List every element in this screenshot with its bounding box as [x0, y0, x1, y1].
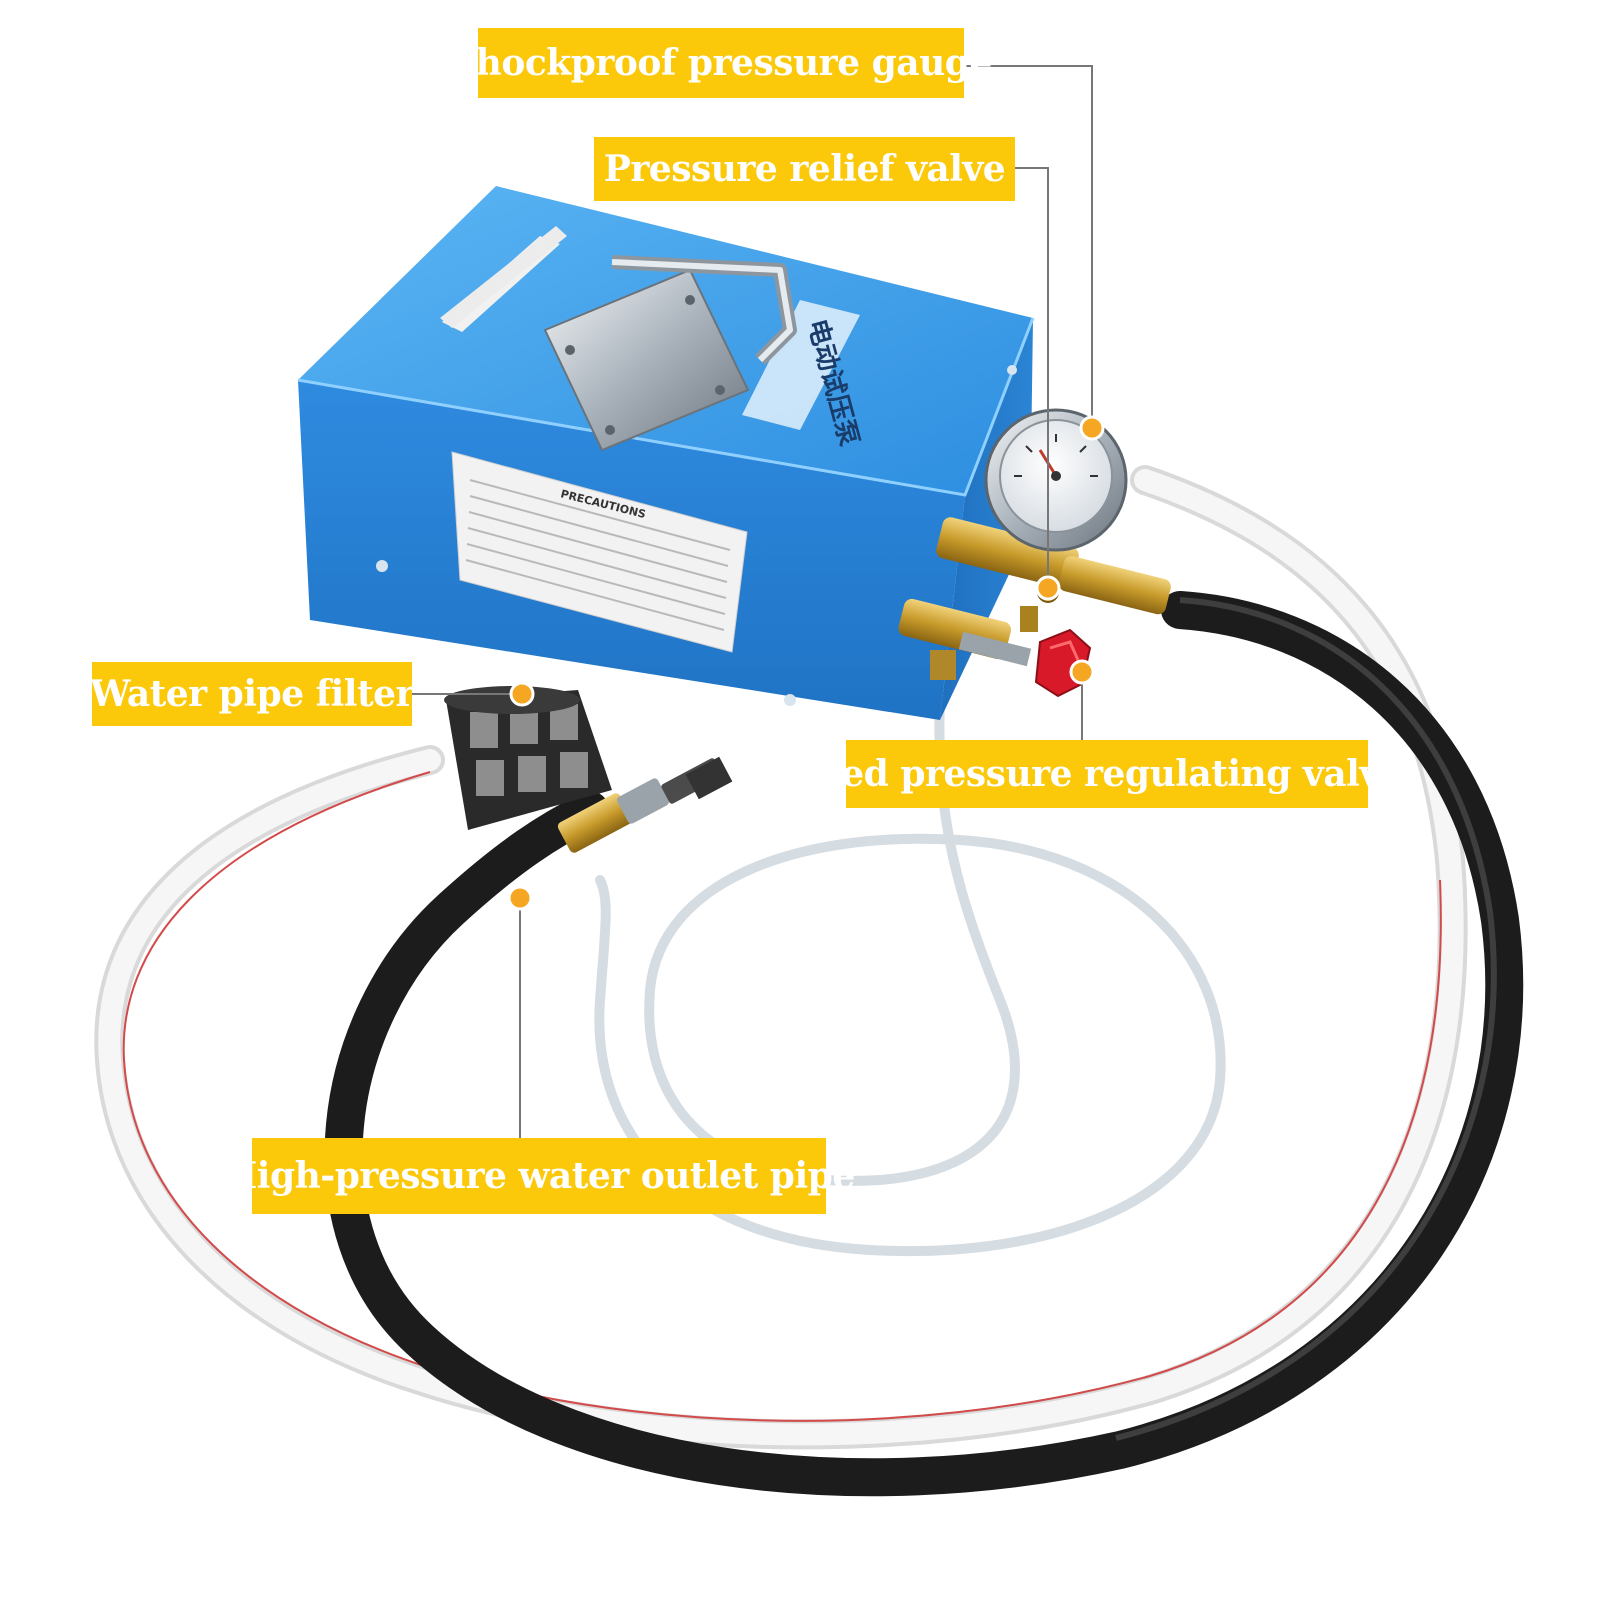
- leader-lines: [412, 65, 1093, 1138]
- carry-handle: [543, 255, 797, 452]
- label-high-pressure-water-outlet-pipe: High-pressure water outlet pipe: [223, 1138, 855, 1214]
- marker-outlet: [507, 885, 533, 911]
- black-outlet-hose: [324, 591, 1524, 1497]
- label-red-pressure-regulating-valve: Red pressure regulating valve: [812, 740, 1403, 808]
- leader-relief: [1015, 167, 1049, 588]
- marker-red: [1069, 659, 1095, 685]
- label-shockproof-pressure-gauge: Shockproof pressure gauge: [450, 28, 992, 98]
- marker-dots: [507, 415, 1105, 911]
- leader-gauge: [964, 65, 1093, 428]
- marker-filter: [509, 681, 535, 707]
- clear-coil-tubing: [594, 695, 1226, 1256]
- outlet-end-fitting: [557, 756, 733, 853]
- marker-relief: [1035, 575, 1061, 601]
- pressure-gauge: [984, 408, 1128, 552]
- label-pressure-relief-valve: Pressure relief valve: [594, 137, 1015, 201]
- label-water-pipe-filter: Water pipe filter: [90, 662, 414, 726]
- marker-gauge: [1079, 415, 1105, 441]
- red-valve-knob: [958, 628, 1092, 698]
